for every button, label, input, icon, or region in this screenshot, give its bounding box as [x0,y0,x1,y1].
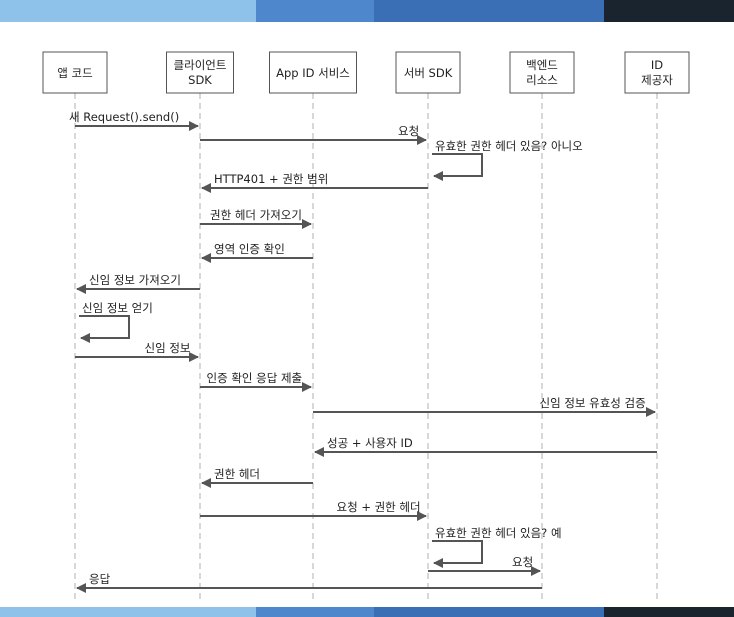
self-message-arrow [79,315,130,343]
message-label: 신임 정보 가져오기 [89,273,181,287]
bottom-band-blue [374,607,604,617]
self-message-arrow [432,153,483,181]
message-label: 신임 정보 유효성 검증 [540,396,646,410]
participant-box: 서버 SDK [395,51,461,94]
participant-frame [395,51,461,94]
participant-label-line2: 제공자 [641,73,673,87]
top-band-mid [256,0,374,22]
message: 성공 + 사용자 ID [314,436,657,457]
message-label: 권한 헤더 가져오기 [210,208,302,222]
participant-label: 서버 SDK [404,66,453,80]
bottom-band-mid [256,607,374,617]
bottom-band-dark [604,607,734,617]
participant-label-line2: SDK [188,73,212,87]
message: 요청 + 권한 헤더 [200,500,427,521]
message: 신임 정보 [75,341,199,362]
message: 신임 정보 가져오기 [76,273,200,294]
message: 요청 [200,124,427,145]
top-band-light [0,0,256,22]
message: 신임 정보 유효성 검증 [313,396,656,417]
participant-label: 앱 코드 [57,66,92,80]
participant-frame [269,51,357,94]
message-label: 영역 인증 확인 [214,242,285,256]
message-label: 신임 정보 [145,341,191,355]
message-label: 요청 + 권한 헤더 [337,500,421,514]
participant-frame [624,51,690,94]
participant-box: App ID 서비스 [269,51,357,94]
message-label: 응답 [89,572,111,586]
participant-label: ID [651,58,663,72]
message-label: 권한 헤더 [214,467,260,481]
message: 유효한 권한 헤더 있음? 예 [432,526,562,568]
participant-frame [509,51,575,94]
participant-label: 백엔드 [526,58,558,72]
top-band-blue [374,0,604,22]
message-label: 유효한 권한 헤더 있음? 아니오 [435,139,583,153]
participant-label: 클라이언트 [174,58,227,72]
participant-frame [166,51,234,94]
message: 권한 헤더 [201,467,313,488]
message: 새 Request().send() [69,110,199,131]
message: HTTP401 + 권한 범위 [201,172,428,193]
participant-label: App ID 서비스 [276,66,350,80]
message: 권한 헤더 가져오기 [200,208,312,229]
participant-box: 앱 코드 [42,51,108,94]
message-label: 요청 [512,555,533,569]
top-color-band [0,0,734,22]
message: 유효한 권한 헤더 있음? 아니오 [432,139,583,181]
message: 영역 인증 확인 [201,242,313,263]
message-label: 성공 + 사용자 ID [327,436,413,450]
message-label: 유효한 권한 헤더 있음? 예 [435,526,562,540]
top-band-dark [604,0,734,22]
message-label: 신임 정보 얻기 [82,301,153,315]
self-message-arrow [432,540,483,568]
lifelines [74,93,658,600]
message: 응답 [76,572,542,593]
message: 신임 정보 얻기 [79,301,153,343]
message: 요청 [428,555,541,576]
message: 인증 확인 응답 제출 [200,371,312,392]
message-label: HTTP401 + 권한 범위 [214,172,328,186]
message-label: 요청 [398,124,419,138]
message-label: 새 Request().send() [69,110,179,124]
participant-label-line2: 리소스 [526,73,558,87]
bottom-color-band [0,607,734,617]
message-label: 인증 확인 응답 제출 [207,371,303,385]
participant-frame [42,51,108,94]
bottom-band-light [0,607,256,617]
